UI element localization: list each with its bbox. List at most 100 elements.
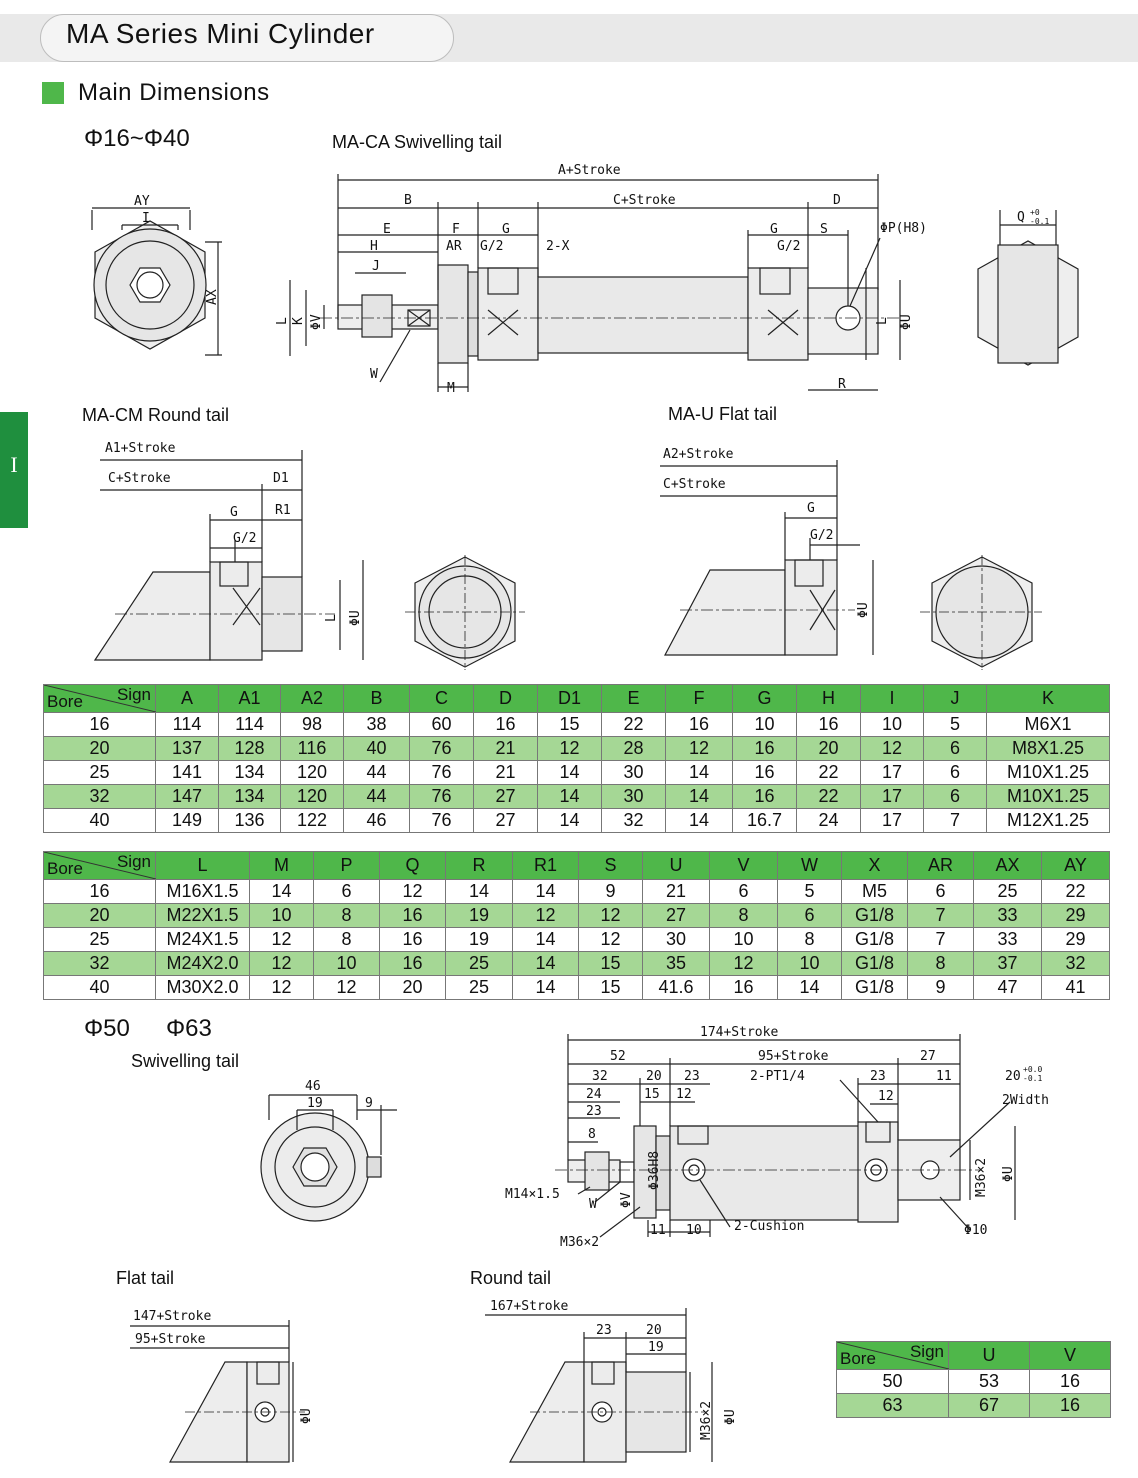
dim-b: B — [404, 193, 412, 208]
g2-phiv: ΦV — [619, 1192, 634, 1208]
u-end-view — [920, 555, 1042, 670]
table-cell: 6 — [923, 784, 987, 809]
table-cell: 7 — [907, 927, 974, 952]
table-cell: 14 — [537, 760, 602, 785]
table-cell: 33 — [973, 903, 1042, 928]
g2-dim-32: 32 — [592, 1069, 608, 1084]
view-title-u: MA-U Flat tail — [668, 404, 778, 424]
table-cell: 40 — [343, 736, 410, 761]
bore-cell: 16 — [43, 712, 156, 737]
g2-round-phiu: ΦU — [723, 1409, 738, 1425]
table-cell: 6 — [923, 736, 987, 761]
column-header: W — [777, 851, 842, 880]
table-cell: M10X1.25 — [986, 784, 1110, 809]
bore-63-label: Φ63 — [166, 1015, 212, 1042]
g2-flat-c: 95+Stroke — [135, 1332, 206, 1347]
column-header: I — [860, 684, 924, 713]
u-side-view: A2+Stroke C+Stroke G G/2 ΦU — [660, 447, 874, 656]
table-cell: 30 — [601, 784, 666, 809]
table-cell: 16 — [473, 712, 538, 737]
table-cell: 10 — [860, 712, 924, 737]
corner-bore: Bore — [840, 1349, 876, 1368]
table-cell: 12 — [249, 927, 314, 952]
g2-m36b: M36×2 — [974, 1158, 989, 1197]
table-cell: 22 — [796, 760, 861, 785]
table-cell: 33 — [973, 927, 1042, 952]
g2-phi10: Φ10 — [964, 1223, 987, 1238]
dim-a-stroke: A+Stroke — [558, 163, 621, 178]
table-cell: 12 — [709, 951, 778, 976]
column-header: R1 — [512, 851, 579, 880]
dim-c-stroke-u: C+Stroke — [663, 477, 726, 492]
dim-phip: ΦP(H8) — [880, 221, 927, 236]
table-cell: 16 — [732, 760, 797, 785]
table-cell: 30 — [642, 927, 710, 952]
g2-side-view: 174+Stroke 52 95+Stroke 27 32 20 23 2-PT… — [505, 1025, 1049, 1250]
table-cell: 14 — [249, 879, 314, 904]
table-cell: 76 — [409, 736, 474, 761]
corner-sign: Sign — [116, 852, 151, 871]
table-cell: 21 — [473, 760, 538, 785]
dim-g-rear: G — [770, 222, 778, 237]
g2-round-tail-view: 167+Stroke 23 20 19 M36×2 ΦU — [485, 1299, 738, 1463]
g2-flat-tail-view: 147+Stroke 95+Stroke ΦU — [130, 1309, 314, 1463]
table-cell: 47 — [973, 975, 1042, 1000]
table-cell: M16X1.5 — [155, 879, 250, 904]
table-cell: 8 — [907, 951, 974, 976]
table-cell: M24X2.0 — [155, 951, 250, 976]
table-cell: 12 — [860, 736, 924, 761]
bore-cell: 40 — [43, 808, 156, 833]
column-header: U — [642, 851, 710, 880]
g2-dim-27: 27 — [920, 1049, 936, 1064]
dim-19: 19 — [307, 1096, 323, 1111]
bore-cell: 20 — [43, 736, 156, 761]
table-cell: 122 — [280, 808, 344, 833]
table-cell: 6 — [709, 879, 778, 904]
g2-tol-lower: -0.1 — [1023, 1074, 1042, 1083]
table-cell: 149 — [155, 808, 219, 833]
g2-round-19: 19 — [648, 1340, 664, 1355]
table-cell: 37 — [973, 951, 1042, 976]
dim-w: W — [370, 367, 378, 382]
dim-phiu-cm: ΦU — [348, 610, 363, 626]
table-cell: 12 — [249, 951, 314, 976]
table-cell: 14 — [665, 784, 733, 809]
table-cell: 28 — [601, 736, 666, 761]
table-cell: 76 — [409, 784, 474, 809]
g2-thread: M14×1.5 — [505, 1187, 560, 1202]
table-cell: 22 — [601, 712, 666, 737]
table-cell: 16 — [379, 903, 446, 928]
dim-e: E — [383, 222, 391, 237]
dim-q-tol-lower: -0.1 — [1030, 217, 1049, 226]
g2-round-a: 167+Stroke — [490, 1299, 568, 1314]
table-cell: 16.7 — [732, 808, 797, 833]
column-header: X — [841, 851, 908, 880]
table-cell: 137 — [155, 736, 219, 761]
table-cell: 10 — [732, 712, 797, 737]
swivelling-tail-title: Swivelling tail — [131, 1051, 240, 1071]
g2-dim-8: 8 — [588, 1127, 596, 1142]
g2-round-23: 23 — [596, 1323, 612, 1338]
table-cell: 12 — [512, 903, 579, 928]
column-header: M — [249, 851, 314, 880]
g2-dim-15: 15 — [644, 1087, 660, 1102]
table-cell: 38 — [343, 712, 410, 737]
table-cell: 6 — [777, 903, 842, 928]
table-cell: 53 — [948, 1369, 1030, 1394]
dim-r1: R1 — [275, 503, 291, 518]
table-cell: M10X1.25 — [986, 760, 1110, 785]
cm-side-view: A1+Stroke C+Stroke D1 G R1 G/2 L ΦU — [93, 441, 364, 661]
table-cell: 12 — [313, 975, 380, 1000]
table-cell: 114 — [155, 712, 219, 737]
table-cell: 32 — [601, 808, 666, 833]
table-cell: 76 — [409, 808, 474, 833]
g2-dim-24: 24 — [586, 1087, 602, 1102]
dim-g-cm: G — [230, 505, 238, 520]
dim-ay: AY — [134, 194, 150, 209]
dim-ax: AX — [205, 289, 220, 305]
dim-g-u: G — [807, 501, 815, 516]
